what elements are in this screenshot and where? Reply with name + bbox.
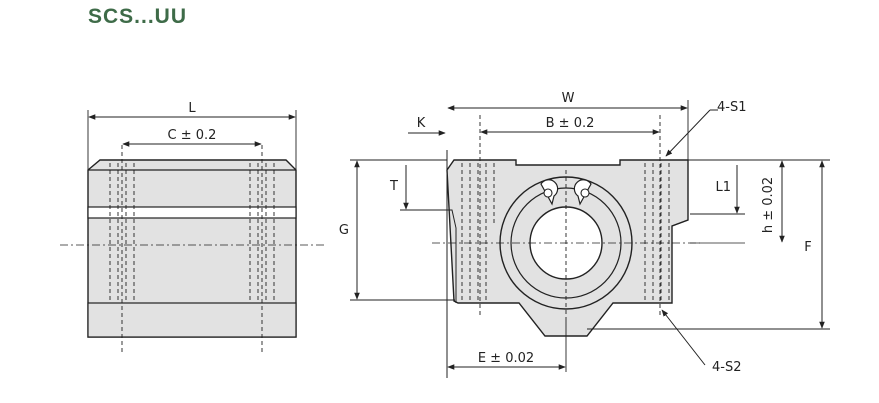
label-S1: 4-S1 <box>717 100 747 115</box>
label-E: E ± 0.02 <box>478 351 534 366</box>
side-view <box>60 110 325 355</box>
label-T: T <box>389 179 398 194</box>
label-F: F <box>804 240 811 255</box>
label-h: h ± 0.02 <box>761 177 776 233</box>
label-G: G <box>339 223 349 238</box>
label-S2: 4-S2 <box>712 360 742 375</box>
product-title: SCS...UU <box>88 5 188 28</box>
front-view <box>350 100 830 378</box>
label-L1: L1 <box>715 180 731 195</box>
label-W: W <box>562 91 575 106</box>
label-C: C ± 0.2 <box>168 128 217 143</box>
label-K: K <box>417 116 426 131</box>
label-L: L <box>188 101 196 116</box>
label-B: B ± 0.2 <box>546 116 595 131</box>
